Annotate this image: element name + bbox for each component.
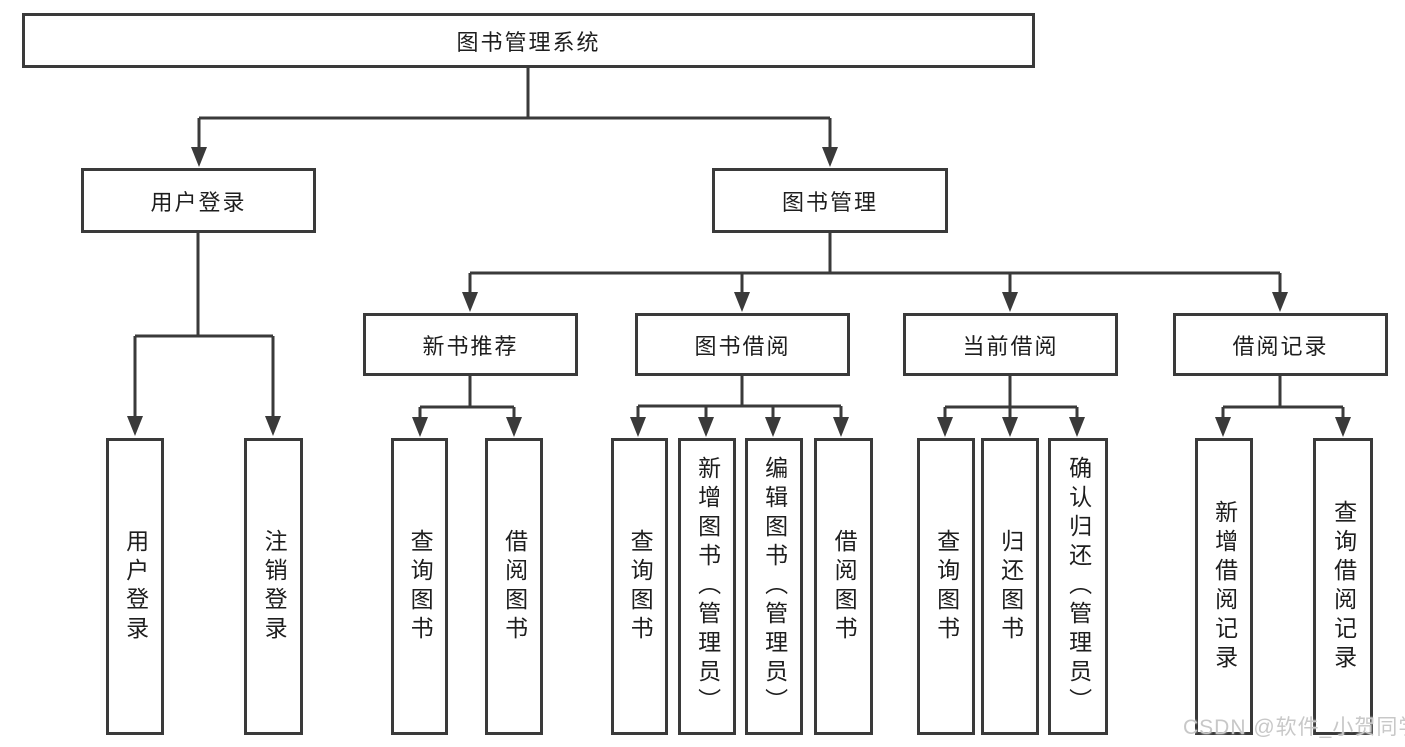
leaf-borrow-query-label: 查询图书 xyxy=(627,528,654,645)
leaf-logout-label: 注销登录 xyxy=(261,528,288,645)
leaf-current-query: 查询图书 xyxy=(917,438,975,735)
leaf-borrow-query: 查询图书 xyxy=(611,438,668,735)
watermark: CSDN @软件_小贺同学 xyxy=(1183,716,1405,739)
leaf-borrow-book-label: 借阅图书 xyxy=(831,528,858,645)
leaf-borrow-edit-admin: 编辑图书（管理员） xyxy=(745,438,803,735)
leaf-record-add-label: 新增借阅记录 xyxy=(1211,499,1238,674)
node-book-borrow-label: 图书借阅 xyxy=(694,333,791,359)
node-borrow-records-label: 借阅记录 xyxy=(1232,333,1329,359)
node-current-borrow-label: 当前借阅 xyxy=(962,333,1059,359)
leaf-user-login: 用户登录 xyxy=(106,438,164,735)
leaf-current-return: 归还图书 xyxy=(981,438,1039,735)
node-user-login: 用户登录 xyxy=(81,168,316,233)
node-borrow-records: 借阅记录 xyxy=(1173,313,1388,376)
node-book-management-label: 图书管理 xyxy=(781,189,878,215)
leaf-current-query-label: 查询图书 xyxy=(933,528,960,645)
node-new-book-recommend: 新书推荐 xyxy=(363,313,578,376)
node-user-login-label: 用户登录 xyxy=(150,189,247,215)
leaf-record-add: 新增借阅记录 xyxy=(1195,438,1253,735)
leaf-borrow-book: 借阅图书 xyxy=(814,438,873,735)
leaf-newbook-query: 查询图书 xyxy=(391,438,448,735)
leaf-borrow-add-admin-label: 新增图书（管理员） xyxy=(694,456,721,717)
leaf-newbook-borrow-label: 借阅图书 xyxy=(501,528,528,645)
leaf-current-return-label: 归还图书 xyxy=(997,528,1024,645)
leaf-current-confirm-admin: 确认归还（管理员） xyxy=(1048,438,1108,735)
node-root-label: 图书管理系统 xyxy=(456,29,601,55)
leaf-borrow-edit-admin-label: 编辑图书（管理员） xyxy=(761,456,788,717)
arrowheads xyxy=(127,147,1351,437)
node-current-borrow: 当前借阅 xyxy=(903,313,1118,376)
node-root: 图书管理系统 xyxy=(22,13,1035,68)
leaf-user-login-label: 用户登录 xyxy=(122,528,149,645)
leaf-record-query-label: 查询借阅记录 xyxy=(1330,499,1357,674)
leaf-current-confirm-admin-label: 确认归还（管理员） xyxy=(1065,456,1092,717)
node-book-borrow: 图书借阅 xyxy=(635,313,850,376)
leaf-borrow-add-admin: 新增图书（管理员） xyxy=(678,438,736,735)
leaf-newbook-query-label: 查询图书 xyxy=(407,528,434,645)
leaf-logout: 注销登录 xyxy=(244,438,303,735)
node-book-management: 图书管理 xyxy=(712,168,948,233)
leaf-record-query: 查询借阅记录 xyxy=(1313,438,1373,735)
node-new-book-recommend-label: 新书推荐 xyxy=(422,333,519,359)
leaf-newbook-borrow: 借阅图书 xyxy=(485,438,543,735)
